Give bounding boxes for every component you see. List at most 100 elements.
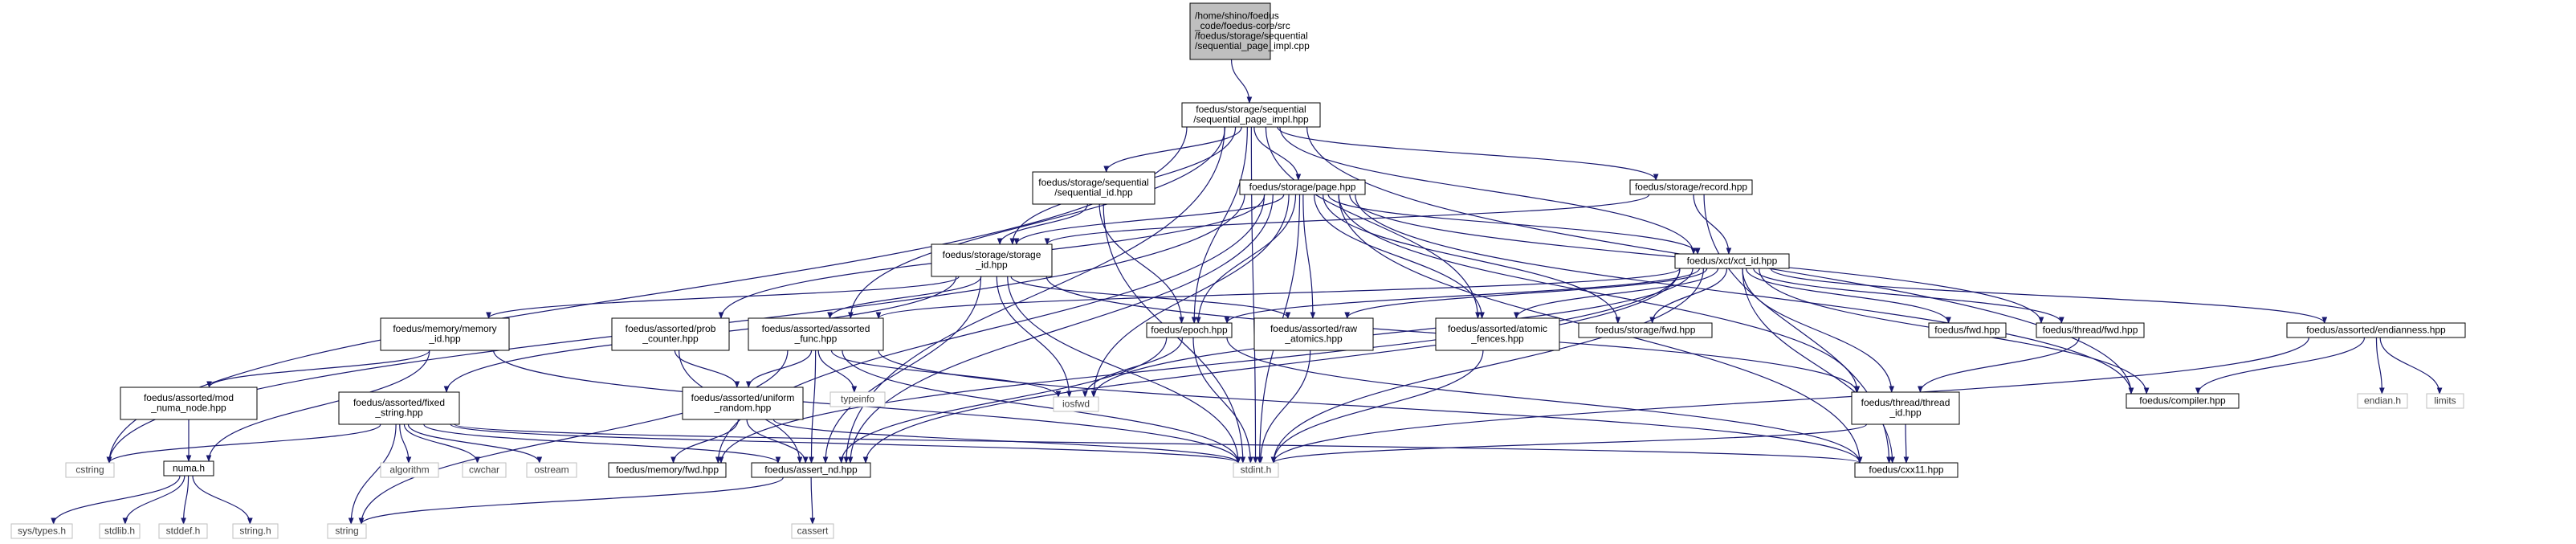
node-label-line: string bbox=[335, 525, 358, 536]
node-box bbox=[1854, 462, 1958, 478]
edge-page-to-atomic-fences bbox=[1313, 194, 1485, 319]
edge-epoch-to-cxx11 bbox=[1226, 337, 1863, 464]
node-box bbox=[751, 462, 871, 478]
node-label-line: foedus/cxx11.hpp bbox=[1869, 464, 1944, 475]
node-label-line: _id.hpp bbox=[975, 260, 1008, 271]
edge-record-to-xct-id bbox=[1693, 194, 1732, 255]
edge-fixed-string-to-algorithm bbox=[399, 423, 412, 464]
node-assorted-func[interactable]: foedus/assorted/assorted_func.hpp bbox=[748, 317, 884, 351]
edge-thread-id-to-stdint bbox=[1270, 423, 1868, 464]
node-epoch[interactable]: foedus/epoch.hpp bbox=[1146, 322, 1233, 338]
node-ostream: ostream bbox=[526, 462, 577, 478]
node-record[interactable]: foedus/storage/record.hpp bbox=[1629, 179, 1753, 195]
edge-spi-hpp-to-atomic-fences bbox=[1265, 126, 1481, 319]
node-prob-counter[interactable]: foedus/assorted/prob_counter.hpp bbox=[611, 317, 730, 351]
node-box bbox=[931, 243, 1053, 277]
dependency-edges bbox=[51, 59, 2443, 525]
node-thread-fwd[interactable]: foedus/thread/fwd.hpp bbox=[2036, 322, 2145, 338]
edge-endianness-to-endian-h bbox=[2375, 337, 2385, 395]
node-xct-id[interactable]: foedus/xct/xct_id.hpp bbox=[1674, 253, 1790, 269]
node-spi-hpp[interactable]: foedus/storage/sequential/sequential_pag… bbox=[1181, 102, 1321, 128]
node-label-line: sys/types.h bbox=[18, 525, 66, 536]
edge-fixed-string-to-cwchar bbox=[403, 423, 480, 464]
node-label-line: iosfwd bbox=[1062, 398, 1090, 409]
edge-page-to-storage-id bbox=[1013, 194, 1285, 245]
node-page[interactable]: foedus/storage/page.hpp bbox=[1239, 179, 1366, 195]
node-box bbox=[791, 523, 834, 539]
node-seq-id[interactable]: foedus/storage/sequential/sequential_id.… bbox=[1032, 171, 1156, 205]
node-box bbox=[10, 523, 73, 539]
node-box bbox=[1032, 171, 1156, 205]
edge-xct-id-to-thread-id bbox=[1742, 268, 1895, 393]
edge-spi-hpp-to-seq-id bbox=[1103, 126, 1242, 173]
node-label-line: foedus/compiler.hpp bbox=[2139, 395, 2226, 406]
node-label-line: _func.hpp bbox=[794, 333, 838, 345]
node-compiler[interactable]: foedus/compiler.hpp bbox=[2126, 393, 2240, 409]
node-numa-h[interactable]: numa.h bbox=[163, 460, 214, 477]
node-box bbox=[1181, 102, 1321, 128]
edge-uniform-random-to-stdint bbox=[772, 419, 1241, 464]
edge-memory-id-to-numa-h bbox=[206, 350, 430, 462]
node-box bbox=[2286, 322, 2466, 338]
edge-storage-id-to-assert-nd bbox=[822, 276, 982, 464]
node-label-line: foedus/assorted/uniform bbox=[691, 392, 795, 403]
node-stdint: stdint.h bbox=[1233, 462, 1279, 478]
node-label-line: foedus/assorted/endianness.hpp bbox=[2306, 324, 2446, 335]
node-box bbox=[2357, 393, 2408, 409]
edge-seq-id-to-epoch bbox=[1098, 203, 1184, 324]
edge-page-to-xct-id bbox=[1327, 194, 1701, 255]
node-storage-fwd[interactable]: foedus/storage/fwd.hpp bbox=[1578, 322, 1713, 338]
node-label-line: foedus/assorted/fixed bbox=[353, 397, 445, 408]
node-label-line: cstring bbox=[75, 464, 104, 475]
node-fixed-string[interactable]: foedus/assorted/fixed_string.hpp bbox=[338, 391, 460, 425]
node-stdlib: stdlib.h bbox=[99, 523, 141, 539]
node-mod-numa[interactable]: foedus/assorted/mod_numa_node.hpp bbox=[120, 387, 258, 420]
node-label-line: foedus/storage/sequential bbox=[1038, 177, 1148, 188]
node-typeinfo: typeinfo bbox=[829, 391, 886, 407]
node-memory-fwd[interactable]: foedus/memory/fwd.hpp bbox=[608, 462, 727, 478]
edge-page-to-assert-nd bbox=[847, 194, 1274, 464]
edge-record-to-storage-id bbox=[1044, 194, 1650, 245]
node-atomic-fences[interactable]: foedus/assorted/atomic_fences.hpp bbox=[1435, 317, 1560, 351]
node-thread-id[interactable]: foedus/thread/thread_id.hpp bbox=[1851, 391, 1960, 425]
edge-spi-hpp-to-page bbox=[1253, 126, 1302, 181]
edge-thread-fwd-to-thread-id bbox=[1918, 337, 2080, 393]
node-box bbox=[1146, 322, 1233, 338]
node-label-line: foedus/epoch.hpp bbox=[1151, 324, 1228, 335]
node-cxx11[interactable]: foedus/cxx11.hpp bbox=[1854, 462, 1958, 478]
edge-assorted-func-to-assert-nd bbox=[809, 350, 817, 464]
edge-assorted-func-to-cxx11 bbox=[878, 350, 1863, 464]
node-label-line: cwchar bbox=[469, 464, 499, 475]
edge-xct-id-to-atomic-fences bbox=[1514, 268, 1719, 319]
node-assert-nd[interactable]: foedus/assert_nd.hpp bbox=[751, 462, 871, 478]
edge-endianness-to-limits bbox=[2379, 337, 2443, 395]
node-raw-atomics[interactable]: foedus/assorted/raw_atomics.hpp bbox=[1253, 317, 1374, 351]
edge-numa-h-to-stdlib bbox=[122, 475, 185, 525]
node-uniform-random[interactable]: foedus/assorted/uniform_random.hpp bbox=[682, 387, 804, 420]
edge-numa-h-to-sys-types bbox=[51, 475, 181, 525]
node-label-line: _counter.hpp bbox=[642, 333, 699, 345]
node-box bbox=[1928, 322, 2007, 338]
edge-spi-hpp-to-stdint bbox=[1250, 126, 1258, 464]
edge-epoch-to-assert-nd bbox=[838, 337, 1168, 464]
edge-page-to-compiler bbox=[1355, 194, 2134, 395]
edge-spi-hpp-to-xct-id bbox=[1279, 126, 1697, 255]
node-label-line: ostream bbox=[534, 464, 569, 475]
node-memory-id[interactable]: foedus/memory/memory_id.hpp bbox=[380, 317, 510, 351]
edge-page-to-thread-id bbox=[1338, 194, 1861, 393]
node-endianness[interactable]: foedus/assorted/endianness.hpp bbox=[2286, 322, 2466, 338]
node-storage-id[interactable]: foedus/storage/storage_id.hpp bbox=[931, 243, 1053, 277]
node-box bbox=[1578, 322, 1713, 338]
node-box bbox=[163, 460, 214, 477]
edge-xct-id-to-endianness bbox=[1770, 268, 2328, 324]
node-foedus-fwd[interactable]: foedus/fwd.hpp bbox=[1928, 322, 2007, 338]
edge-xct-id-to-assorted-func bbox=[875, 268, 1681, 319]
edge-storage-id-to-stdint bbox=[1007, 276, 1241, 464]
node-label-line: _id.hpp bbox=[428, 333, 461, 345]
edge-fixed-string-to-stdint bbox=[450, 423, 1241, 464]
edge-xct-id-to-storage-fwd bbox=[1649, 268, 1728, 324]
node-box bbox=[1851, 391, 1960, 425]
edge-atomic-fences-to-stdint bbox=[1270, 350, 1484, 464]
node-box bbox=[2036, 322, 2145, 338]
